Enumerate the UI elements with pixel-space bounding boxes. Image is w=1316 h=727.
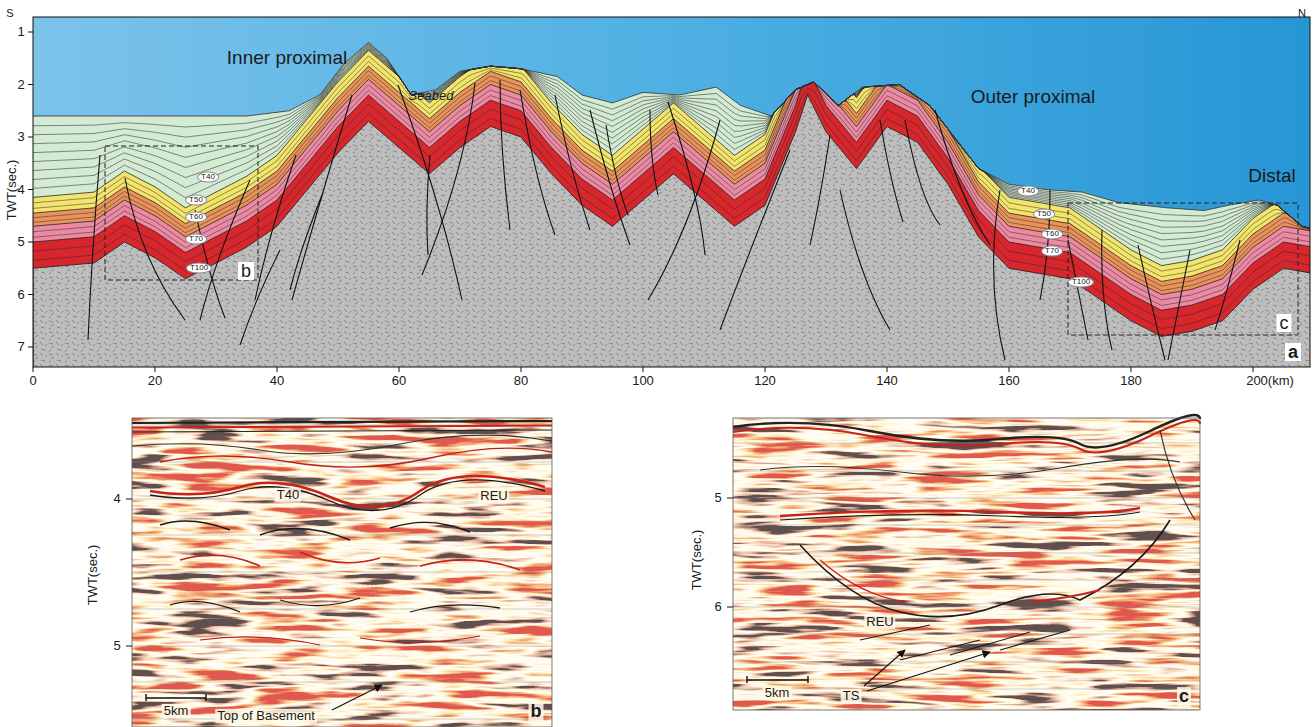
axis-tick-label: 4 [17, 182, 24, 196]
axis-tick-label: 180 [1120, 374, 1142, 388]
seabed-line [33, 43, 1310, 237]
seismic-image [733, 418, 1200, 710]
axis-tick-label: 40 [270, 374, 284, 388]
scale-bar [747, 676, 808, 683]
horizon-tag: T70 [185, 234, 207, 245]
axis-tick-label: 200(km) [1246, 374, 1294, 388]
horizon-tag: T60 [185, 212, 207, 223]
axis-tick-label: 5 [17, 235, 24, 249]
axis-tick-label: 0 [29, 374, 36, 388]
horizon-tag: T60 [1041, 229, 1063, 240]
axis-tick-label: 160 [998, 374, 1020, 388]
axis-tick-label: 5 [113, 639, 120, 653]
horizon-tag: T50 [185, 195, 207, 206]
domain-label: Inner proximal [227, 48, 347, 69]
horizon-label: T40 [275, 488, 301, 502]
axis-tick-label: 6 [17, 287, 24, 301]
axis-tick-label: 20 [148, 374, 162, 388]
panel-letter: b [529, 702, 544, 722]
axis-title: TWT(sec.) [5, 160, 19, 221]
direction-label: N [1298, 7, 1306, 19]
unconformity-label: REU [864, 615, 895, 629]
seismic-image [132, 418, 552, 727]
unit-orange [33, 66, 1310, 367]
domain-label: Outer proximal [971, 87, 1096, 108]
axis-tick-label: 1 [17, 25, 24, 39]
horizon-tag: T100 [1068, 277, 1094, 288]
axis-tick-label: 80 [514, 374, 528, 388]
axis-title: TWT(sec.) [86, 545, 100, 606]
panel-letter: c [1177, 687, 1191, 707]
axis-tick-label: 4 [113, 492, 120, 506]
time-lines [132, 425, 552, 719]
feature-label: TS [841, 689, 862, 703]
axis-tick-label: 2 [17, 77, 24, 91]
basement [33, 95, 1310, 367]
axis-ticks [126, 499, 132, 646]
inset-box [1068, 203, 1298, 335]
time-lines [733, 443, 1200, 689]
leader-arrow [332, 685, 382, 710]
horizon-tag: T40 [197, 172, 219, 183]
unit-green [33, 43, 1310, 368]
panel-frame [132, 418, 552, 727]
axis-tick-label: 120 [754, 374, 776, 388]
unit-pink [33, 79, 1310, 367]
plot-frame [33, 17, 1310, 367]
seismic-panel [727, 415, 1200, 710]
scale-label: 5km [162, 704, 191, 718]
reflectors [733, 415, 1200, 660]
axis-tick-label: 60 [392, 374, 406, 388]
scale-label: 5km [763, 686, 792, 700]
axis-tick-label: 3 [17, 130, 24, 144]
axis-tick-label: 6 [714, 600, 721, 614]
horizon-tag: T40 [1017, 186, 1039, 197]
axis-tick-label: 100 [632, 374, 654, 388]
seismic-panel [126, 418, 552, 727]
axis-title: TWT(sec.) [690, 530, 704, 591]
panel-frame [733, 418, 1200, 710]
reflectors [132, 421, 552, 645]
horizon-tag: T50 [1033, 209, 1055, 220]
horizon-tag: T70 [1041, 246, 1063, 257]
unconformity-label: REU [478, 489, 509, 503]
axis-ticks [28, 32, 1253, 372]
inset-letter: c [1277, 314, 1292, 332]
direction-label: S [6, 7, 13, 19]
axis-ticks [727, 498, 733, 607]
horizon-tag: T100 [186, 263, 212, 274]
axis-tick-label: 7 [17, 340, 24, 354]
scale-bar [146, 694, 206, 701]
inset-letter: b [238, 262, 254, 280]
cross-section [33, 17, 1310, 367]
leader-arrow [867, 652, 990, 691]
inset-box [105, 146, 258, 280]
seabed-label: Seabed [409, 89, 454, 103]
axis-tick-label: 5 [714, 491, 721, 505]
domain-label: Distal [1248, 166, 1296, 187]
fault-lines [88, 80, 1240, 360]
feature-label: Top of Basement [215, 709, 317, 723]
panel-letter: a [1285, 343, 1301, 361]
strata [33, 43, 1310, 368]
axis-tick-label: 140 [876, 374, 898, 388]
